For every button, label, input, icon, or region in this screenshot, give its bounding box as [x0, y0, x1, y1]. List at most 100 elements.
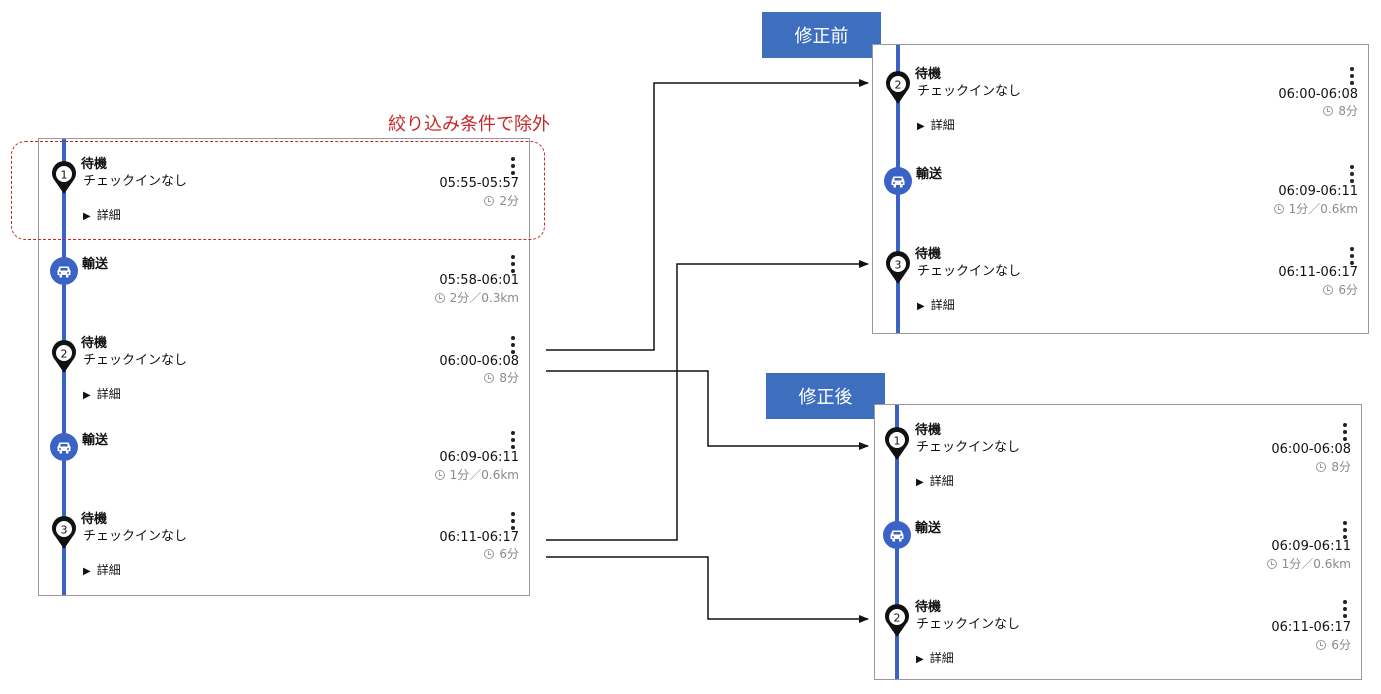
time-range: 06:00-06:08 — [439, 354, 519, 369]
item-title: 待機 — [81, 157, 108, 172]
car-icon — [884, 167, 912, 195]
excluded-highlight-box — [11, 141, 545, 240]
list-item[interactable]: 3 待機 チェックインなし ▶詳細 06:11-06:17 6分 — [39, 512, 529, 592]
list-item[interactable]: 2 待機 チェックインなし ▶詳細 06:00-06:08 8分 — [39, 336, 529, 416]
item-title: 輸送 — [82, 257, 109, 272]
clock-icon — [484, 196, 495, 206]
pin-number: 2 — [61, 348, 68, 361]
triangle-right-icon: ▶ — [83, 211, 91, 222]
details-label: 詳細 — [930, 298, 955, 312]
pin-number: 3 — [61, 524, 68, 537]
car-icon — [50, 433, 78, 461]
item-title: 待機 — [81, 336, 108, 351]
duration-value: 6分 — [499, 547, 519, 561]
item-title: 待機 — [915, 67, 942, 82]
list-item[interactable]: 輸送 06:09-06:11 1分／0.6km — [39, 431, 529, 491]
more-options-icon[interactable] — [1343, 423, 1347, 441]
duration: 2分／0.3km — [434, 290, 519, 306]
more-options-icon[interactable] — [511, 336, 515, 354]
clock-icon — [1266, 559, 1277, 569]
details-toggle[interactable]: ▶詳細 — [83, 562, 121, 580]
time-range: 06:09-06:11 — [1278, 184, 1358, 199]
triangle-right-icon: ▶ — [916, 654, 924, 665]
clock-icon — [484, 373, 495, 383]
list-item[interactable]: 2 待機 チェックインなし ▶詳細 06:11-06:17 6分 — [875, 600, 1361, 679]
more-options-icon[interactable] — [511, 157, 515, 175]
list-item[interactable]: 1 待機 チェックインなし ▶詳細 06:00-06:08 8分 — [875, 423, 1361, 503]
time-range: 06:00-06:08 — [1271, 442, 1351, 457]
more-options-icon[interactable] — [1350, 247, 1354, 265]
duration: 8分 — [1323, 103, 1358, 119]
details-toggle[interactable]: ▶詳細 — [917, 117, 955, 135]
duration: 1分／0.6km — [434, 467, 519, 483]
more-options-icon[interactable] — [511, 512, 515, 530]
item-title: 輸送 — [82, 433, 109, 448]
duration-value: 2分 — [499, 194, 519, 208]
duration: 2分 — [484, 193, 519, 209]
more-options-icon[interactable] — [511, 431, 515, 449]
list-item[interactable]: 輸送 05:58-06:01 2分／0.3km — [39, 255, 529, 315]
pin-number: 3 — [895, 259, 902, 272]
details-toggle[interactable]: ▶詳細 — [83, 386, 121, 404]
list-item[interactable]: 2 待機 チェックインなし ▶詳細 06:00-06:08 8分 — [873, 67, 1368, 147]
item-subtitle: チェックインなし — [916, 440, 1021, 455]
item-subtitle: チェックインなし — [83, 174, 188, 189]
more-options-icon[interactable] — [1350, 165, 1354, 183]
location-pin-icon: 2 — [885, 604, 909, 637]
list-item[interactable]: 1 待機 チェックインなし ▶ 詳細 05:55-05:57 2分 — [39, 157, 529, 237]
car-icon — [883, 521, 911, 549]
duration: 6分 — [1323, 282, 1358, 298]
excluded-annotation: 絞り込み条件で除外 — [388, 114, 550, 135]
more-options-icon[interactable] — [1350, 67, 1354, 85]
duration-value: 1分／0.6km — [1288, 202, 1358, 216]
pin-number: 1 — [894, 435, 901, 448]
before-itinerary-panel: 2 待機 チェックインなし ▶詳細 06:00-06:08 8分 輸送 06:0… — [872, 44, 1369, 334]
details-label: 詳細 — [929, 651, 954, 665]
details-toggle[interactable]: ▶詳細 — [916, 473, 954, 491]
list-item[interactable]: 3 待機 チェックインなし ▶詳細 06:11-06:17 6分 — [873, 247, 1368, 327]
location-pin-icon: 1 — [52, 161, 76, 194]
duration-value: 6分 — [1331, 638, 1351, 652]
more-options-icon[interactable] — [1343, 600, 1347, 618]
arrow-wait3-to-after — [546, 556, 869, 623]
time-range: 05:55-05:57 — [439, 176, 519, 191]
details-toggle[interactable]: ▶ 詳細 — [917, 297, 955, 315]
details-label: 詳細 — [96, 387, 121, 401]
car-icon — [50, 257, 78, 285]
arrow-wait3-to-before — [546, 260, 869, 541]
time-range: 06:11-06:17 — [439, 530, 519, 545]
duration: 6分 — [1316, 637, 1351, 653]
time-range: 05:58-06:01 — [439, 273, 519, 288]
item-title: 輸送 — [915, 521, 942, 536]
item-subtitle: チェックインなし — [83, 529, 188, 544]
location-pin-icon: 1 — [885, 427, 909, 460]
duration: 8分 — [484, 370, 519, 386]
location-pin-icon: 2 — [52, 340, 76, 373]
triangle-right-icon: ▶ — [917, 301, 925, 312]
duration: 1分／0.6km — [1273, 201, 1358, 217]
clock-icon — [1323, 106, 1334, 116]
item-title: 待機 — [81, 512, 108, 527]
pin-number: 2 — [894, 612, 901, 625]
location-pin-icon: 2 — [886, 71, 910, 104]
clock-icon — [434, 293, 445, 303]
duration: 1分／0.6km — [1266, 556, 1351, 572]
duration-value: 8分 — [1338, 104, 1358, 118]
arrow-wait2-to-before — [546, 79, 869, 351]
details-label: 詳細 — [96, 208, 121, 222]
clock-icon — [1316, 462, 1327, 472]
item-subtitle: チェックインなし — [917, 84, 1022, 99]
details-toggle[interactable]: ▶ 詳細 — [916, 650, 954, 668]
time-range: 06:09-06:11 — [439, 450, 519, 465]
details-label: 詳細 — [930, 118, 955, 132]
clock-icon — [484, 549, 495, 559]
item-title: 待機 — [915, 247, 942, 262]
clock-icon — [1323, 285, 1334, 295]
more-options-icon[interactable] — [1343, 521, 1347, 539]
more-options-icon[interactable] — [511, 255, 515, 273]
duration-value: 1分／0.6km — [1281, 557, 1351, 571]
pin-number: 2 — [895, 79, 902, 92]
list-item[interactable]: 輸送 06:09-06:11 1分／0.6km — [875, 519, 1361, 579]
details-toggle[interactable]: ▶ 詳細 — [83, 207, 121, 225]
list-item[interactable]: 輸送 06:09-06:11 1分／0.6km — [873, 165, 1368, 225]
